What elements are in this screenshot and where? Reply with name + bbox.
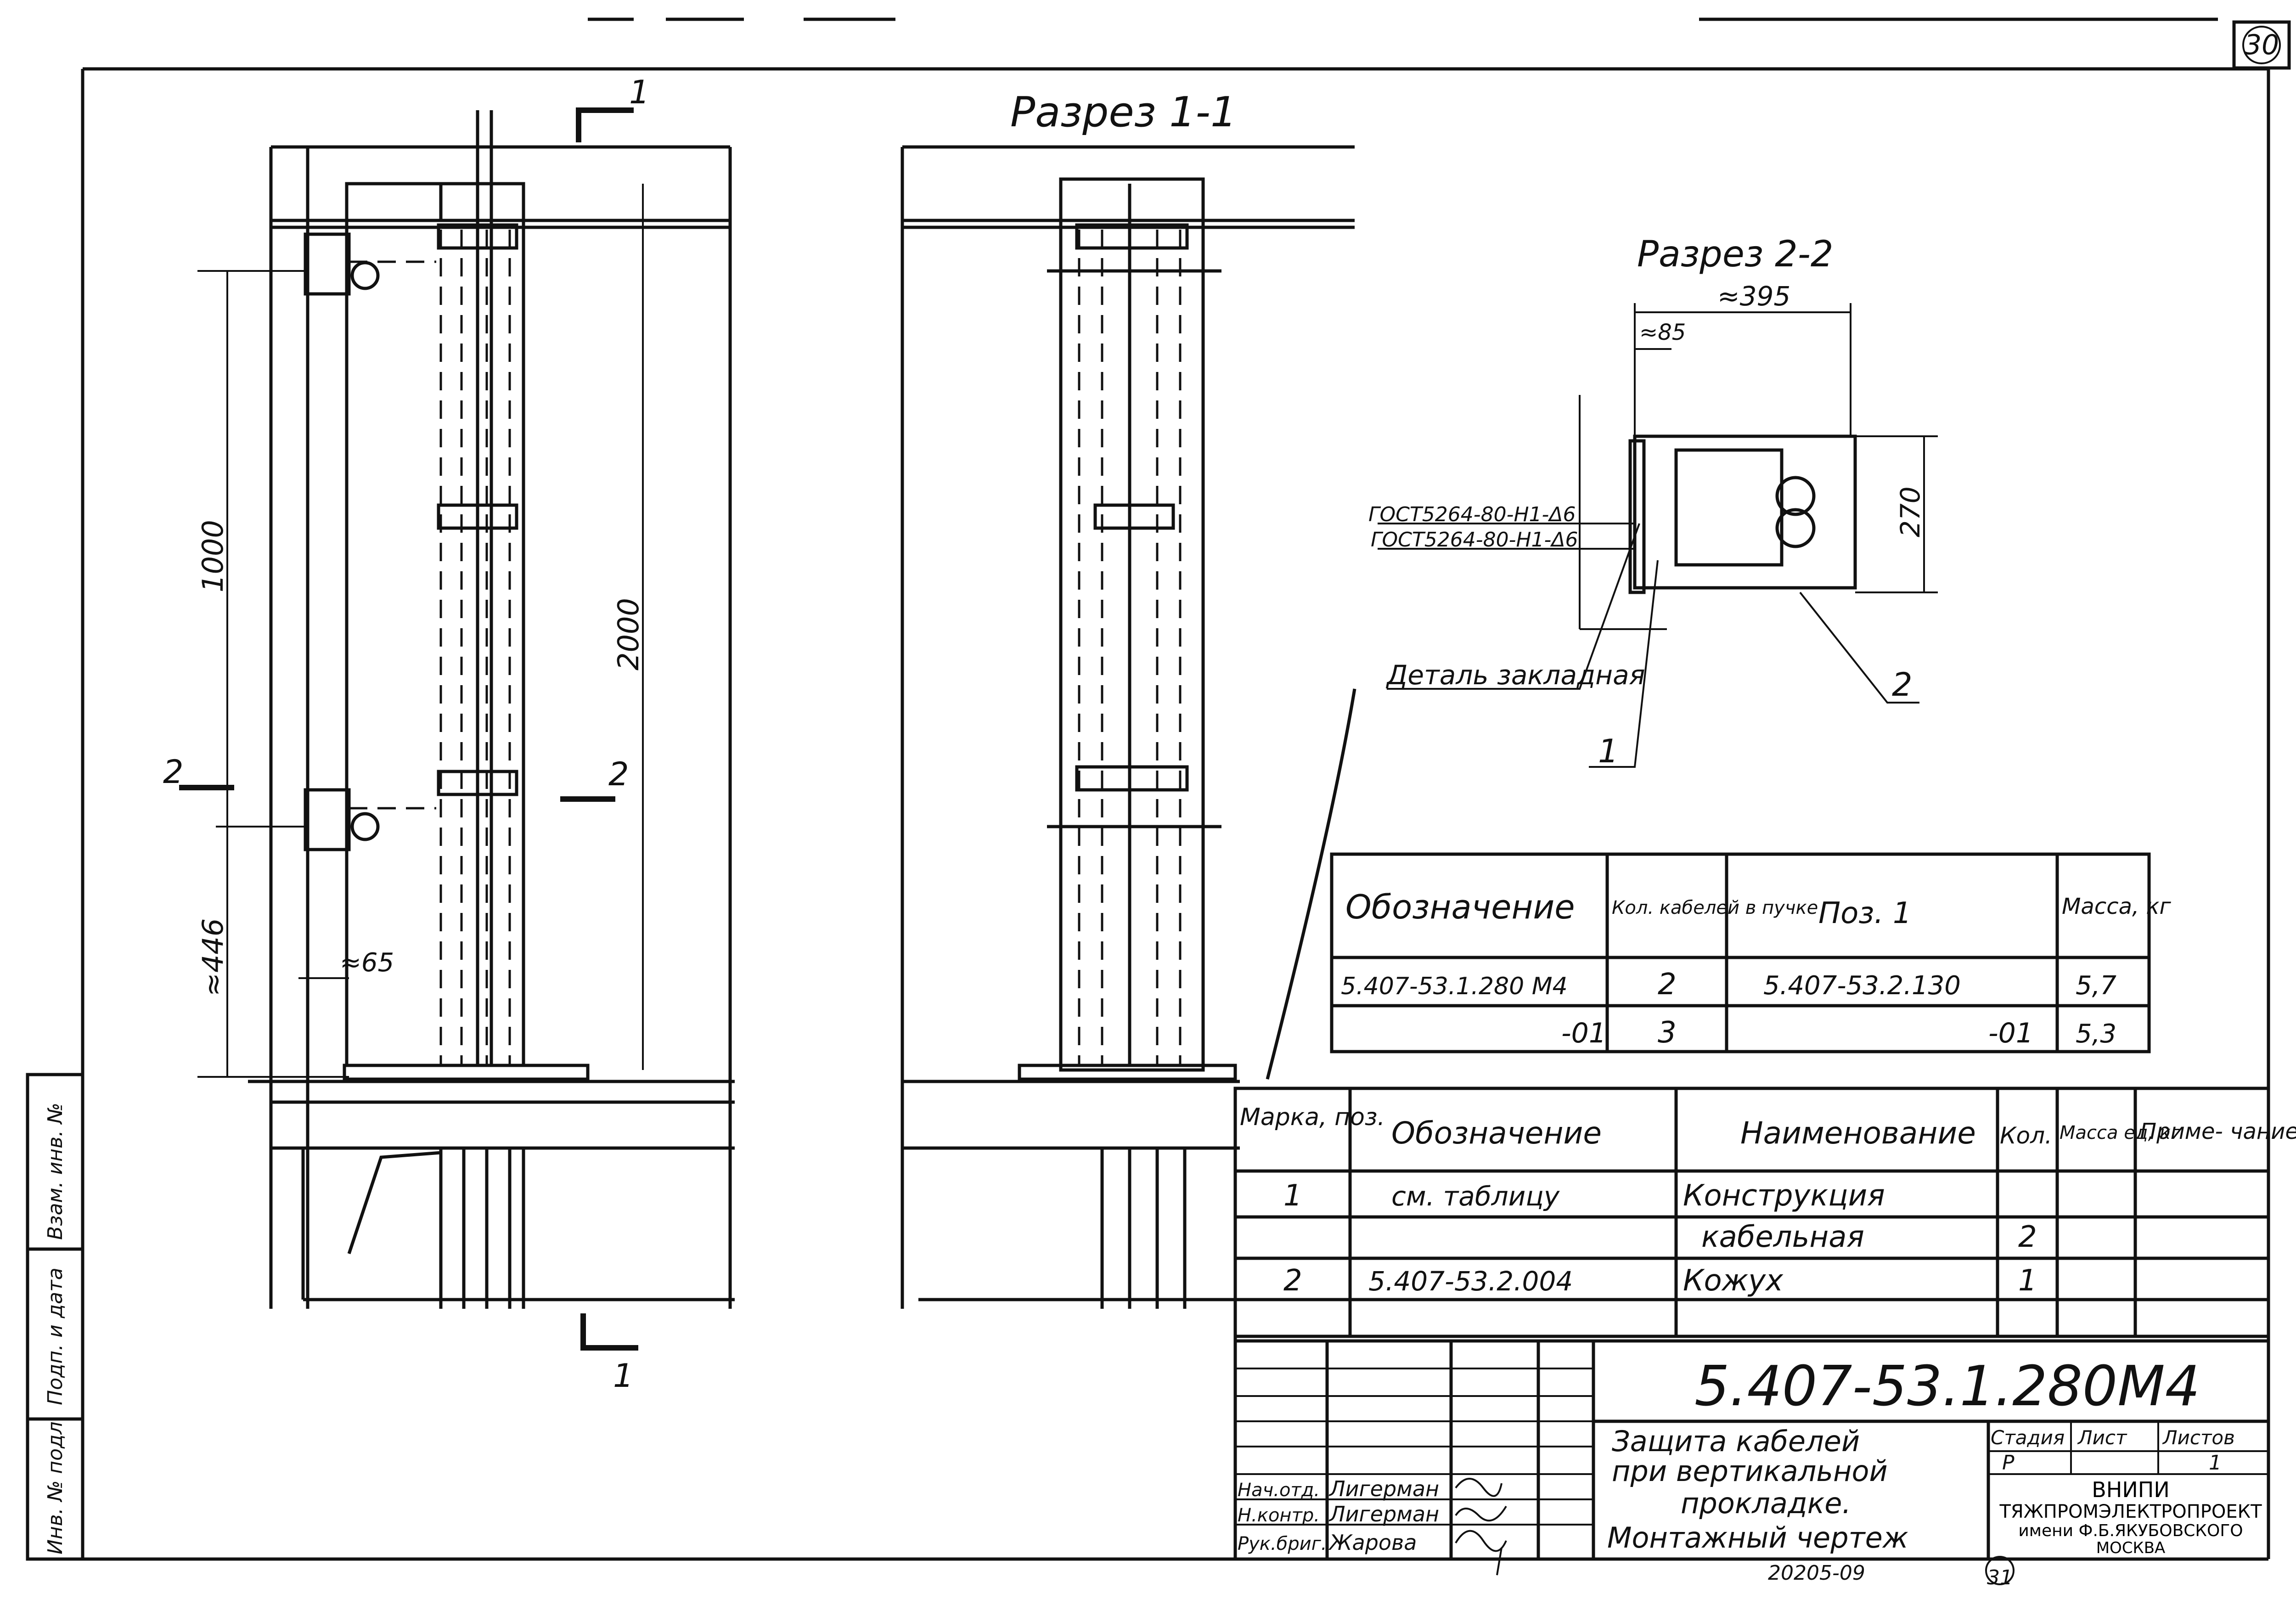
vt-r2-pos1: -01 (1988, 1017, 2033, 1049)
weld-note-2: ГОСТ5264-80-Н1-Δ6 (1371, 528, 1578, 552)
st-header-qty: Кол. (2000, 1122, 2052, 1149)
sig-role-2: Н.контр. (1238, 1505, 1320, 1526)
callout-2: 2 (1892, 666, 1913, 704)
st-r2-qty: 2 (2018, 1220, 2037, 1254)
st-r1-designation: см. таблицу (1391, 1181, 1560, 1212)
vt-r1-cables: 2 (1658, 968, 1677, 1002)
section-2-2-title: Разрез 2-2 (1637, 234, 1833, 275)
vt-r2-cables: 3 (1658, 1016, 1677, 1050)
st-r2-name: кабельная (1701, 1220, 1864, 1254)
drawing-designation: 5.407-53.1.280М4 (1694, 1355, 2200, 1419)
vt-r1-designation: 5.407-53.1.280 М4 (1341, 973, 1568, 1000)
vt-r2-mass: 5,3 (2076, 1019, 2116, 1049)
callout-1: 1 (1598, 732, 1619, 770)
description-line-1: Защита кабелей (1612, 1425, 1860, 1458)
dim-1000: 1000 (196, 520, 230, 592)
handwritten-signatures (1455, 1478, 1507, 1576)
st-r1-mark: 1 (1283, 1179, 1302, 1213)
section-mark-2-left: 2 (163, 753, 184, 791)
st-r3-qty: 1 (2018, 1264, 2037, 1298)
embedded-detail-callout: Деталь закладная (1385, 659, 1645, 691)
archive-number: 20205-09 (1768, 1561, 1865, 1585)
sig-name-3: Жарова (1328, 1530, 1417, 1555)
sig-name-1: Лигерман (1328, 1476, 1439, 1501)
vt-r1-pos1: 5.407-53.2.130 (1763, 971, 1961, 1001)
stamp-replacement: Взам. инв. № (44, 1103, 67, 1240)
sheet-number: 30 (2244, 29, 2279, 61)
vt-r1-mass: 5,7 (2076, 971, 2116, 1001)
st-r3-designation: 5.407-53.2.004 (1368, 1266, 1573, 1297)
sig-name-2: Лигерман (1328, 1502, 1439, 1526)
section-1-1-view (900, 145, 1356, 1309)
variants-table: Обозначение Кол. кабелей в пучке Поз. 1 … (1341, 888, 2172, 1050)
vt-r2-designation: -01 (1561, 1017, 1606, 1049)
weld-note-1: ГОСТ5264-80-Н1-Δ6 (1368, 503, 1576, 526)
spec-table-grid (1233, 1087, 2270, 1338)
vt-header-cables: Кол. кабелей в пучке (1612, 897, 1818, 918)
stamp-inventory: Инв. № подл. (44, 1415, 67, 1554)
dim-85: ≈85 (1639, 320, 1686, 345)
vt-header-designation: Обозначение (1345, 888, 1575, 926)
dim-65: ≈65 (340, 948, 394, 978)
section-1-1-title: Разрез 1-1 (1010, 88, 1237, 136)
description-line-3: прокладке. (1681, 1486, 1851, 1520)
dim-270: 270 (1895, 486, 1926, 537)
section-mark-1-bottom: 1 (613, 1357, 634, 1395)
description-line-2: при вертикальной (1612, 1454, 1888, 1488)
dim-2000: 2000 (612, 598, 645, 670)
st-header-note: Приме- чание (2140, 1119, 2296, 1144)
st-r1-name: Конструкция (1683, 1179, 1885, 1213)
side-stamp (26, 1073, 84, 1561)
sig-role-3: Рук.бриг. (1238, 1533, 1327, 1554)
vt-header-pos1: Поз. 1 (1818, 896, 1912, 930)
st-r3-name: Кожух (1683, 1264, 1784, 1298)
st-header-mass: Масса ед, кг (2060, 1122, 2181, 1143)
vt-header-mass: Масса, кг (2062, 894, 2172, 919)
title-block-grid (1233, 1336, 2268, 1585)
st-header-name: Наименование (1740, 1115, 1976, 1151)
description-line-4: Монтажный чертеж (1607, 1521, 1908, 1554)
sheets-value: 1 (2209, 1451, 2222, 1475)
st-header-mark: Марка, поз. (1240, 1104, 1385, 1131)
elevation-view (179, 107, 735, 1351)
org-line-2: ТЯЖПРОМЭЛЕКТРОПРОЕКТ (1999, 1501, 2262, 1522)
variants-table-grid (1330, 852, 2151, 1053)
sig-role-1: Нач.отд. (1238, 1480, 1320, 1501)
sheets-label: Листов (2162, 1426, 2235, 1449)
dim-395: ≈395 (1717, 281, 1790, 312)
st-header-designation: Обозначение (1391, 1115, 1602, 1151)
section-mark-1-top: 1 (629, 73, 650, 111)
dim-446: ≈446 (196, 918, 230, 997)
next-sheet-number: 31 (1987, 1566, 2013, 1589)
org-line-4: МОСКВА (2096, 1539, 2166, 1557)
sheet-label: Лист (2077, 1426, 2127, 1449)
org-line-3: имени Ф.Б.ЯКУБОВСКОГО (2018, 1521, 2243, 1540)
st-r3-mark: 2 (1283, 1264, 1302, 1298)
spec-table: Марка, поз. Обозначение Наименование Кол… (1240, 1104, 2296, 1298)
stage-label: Стадия (1991, 1426, 2065, 1449)
stage-value: Р (2002, 1451, 2015, 1475)
stamp-signature-date: Подп. и дата (44, 1267, 67, 1405)
org-line-1: ВНИПИ (2092, 1477, 2170, 1502)
section-2-2-view (1378, 303, 1938, 768)
section-mark-2-right: 2 (608, 755, 629, 793)
